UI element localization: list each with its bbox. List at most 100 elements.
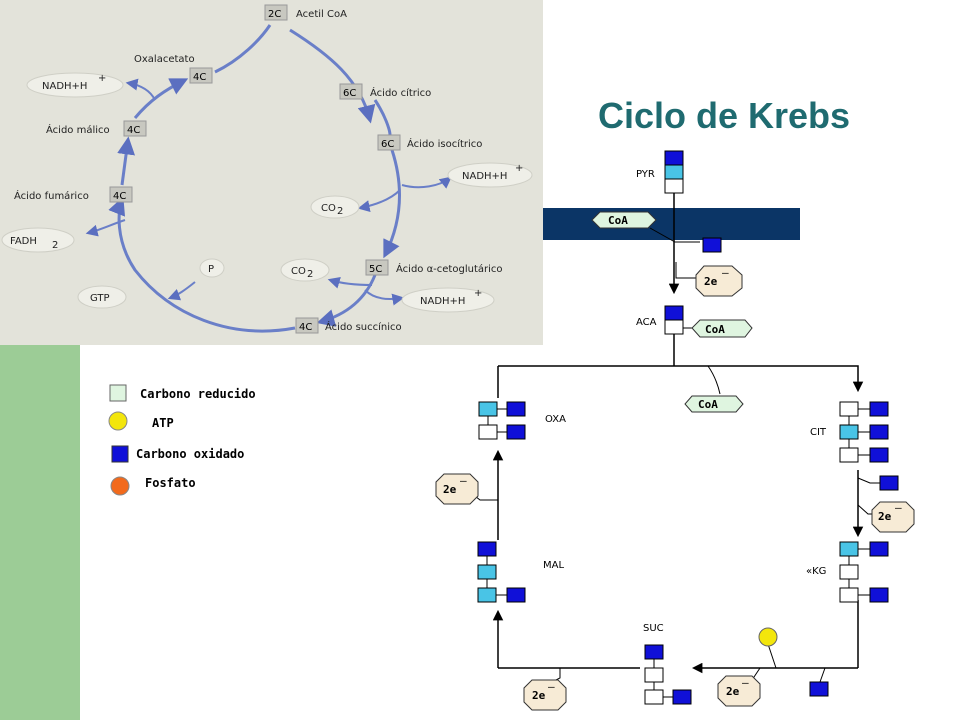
carbon-cyan <box>839 541 859 557</box>
carbon-cyan <box>477 564 497 580</box>
cycle-arc <box>214 24 272 74</box>
carbon-reduced <box>839 447 859 463</box>
electron-pair: 2e — <box>523 679 567 711</box>
carbon-reduced <box>664 319 684 335</box>
membrane-band <box>543 208 800 240</box>
node-acido-succinico: 4C Ácido succínico <box>295 317 402 334</box>
carbon-count: 4C <box>299 322 312 333</box>
carbon-cyan <box>477 587 497 603</box>
carbon-oxidized <box>477 541 497 557</box>
carbon-cyan <box>664 164 684 180</box>
carbon-oxidized <box>702 237 722 253</box>
coa-octagon: CoA <box>684 395 744 413</box>
co2-sub: 2 <box>337 206 343 217</box>
nadh-pill-3: NADH+H + <box>401 287 495 313</box>
branch-arrow <box>357 189 401 212</box>
left-green-bar <box>0 340 80 720</box>
legend-label: Fosfato <box>145 476 196 490</box>
carbon-count: 6C <box>381 139 394 150</box>
carbon-count: 4C <box>193 72 206 83</box>
legend-label: Carbono oxidado <box>136 447 244 461</box>
electron-sup: — <box>742 676 749 689</box>
label-cit: CIT <box>810 427 827 438</box>
carbon-count: 4C <box>127 125 140 136</box>
flow-line <box>675 262 700 279</box>
page-title: Ciclo de Krebs <box>598 95 851 136</box>
coa-label: CoA <box>608 214 628 227</box>
carbon-oxidized <box>664 150 684 166</box>
cycle-arc <box>133 78 189 119</box>
node-name: Ácido isocítrico <box>407 137 482 150</box>
flow-line <box>707 365 721 395</box>
nadh-sup: + <box>474 288 482 299</box>
carbon-oxidized <box>869 424 889 440</box>
node-name: Acetil CoA <box>296 9 347 20</box>
carbon-count: 4C <box>113 191 126 202</box>
carbon-reduced <box>664 178 684 194</box>
node-acido-malico: 4C Ácido málico <box>46 120 147 137</box>
node-name: Ácido málico <box>46 123 110 136</box>
carbon-oxidized <box>869 401 889 417</box>
electron-label: 2e <box>532 689 546 702</box>
fadh-pill: FADH 2 <box>1 227 75 253</box>
electron-sup: — <box>548 680 555 693</box>
co2-pill-2: CO 2 <box>280 258 330 282</box>
node-name: Ácido cítrico <box>370 86 431 99</box>
carbon-reduced <box>478 424 498 440</box>
node-acido-citrico: 6C Ácido cítrico <box>339 83 431 100</box>
electron-pair: 2e — <box>717 675 761 707</box>
carbon-oxidized <box>672 689 692 705</box>
co2-label: CO <box>321 203 336 214</box>
legend-oxidized-swatch <box>111 445 129 463</box>
carbon-cyan <box>839 424 859 440</box>
label-pyr: PYR <box>636 169 655 180</box>
carbon-reduced <box>644 667 664 683</box>
textbook-cycle-panel: 2C Acetil CoA 6C Ácido cítrico 6C Ácido … <box>0 0 543 345</box>
electron-sup: — <box>722 266 729 279</box>
carbon-oxidized <box>506 587 526 603</box>
nadh-pill-1: NADH+H + <box>26 72 124 98</box>
nadh-pill-2: NADH+H + <box>447 162 533 188</box>
carbon-oxidized <box>869 447 889 463</box>
carbon-oxidized <box>506 424 526 440</box>
branch-arrow <box>327 277 373 289</box>
carbon-oxidized <box>506 401 526 417</box>
label-aca: ACA <box>636 317 657 328</box>
cycle-arc <box>316 274 377 327</box>
coa-label: CoA <box>705 323 725 336</box>
cycle-arc <box>108 196 296 333</box>
coa-octagon: CoA <box>591 211 657 229</box>
node-acetil-coa: 2C Acetil CoA <box>264 4 347 21</box>
co2-sub: 2 <box>307 269 313 280</box>
cycle-arc <box>383 149 401 259</box>
node-acido-fumarico: 4C Ácido fumárico <box>14 186 133 203</box>
nadh-label: NADH+H <box>462 171 507 182</box>
nadh-label: NADH+H <box>42 81 87 92</box>
flow-line <box>819 667 826 683</box>
atp-circle <box>758 627 778 647</box>
electron-label: 2e <box>726 685 740 698</box>
p-label: P <box>208 264 214 275</box>
branch-arrow <box>364 289 405 306</box>
flow-line <box>649 227 700 243</box>
legend-phosphate-swatch <box>110 476 130 496</box>
electron-pair: 2e — <box>871 501 915 533</box>
gtp-label: GTP <box>90 293 110 304</box>
label-oxa: OXA <box>545 414 566 425</box>
node-acido-cetoglutarico: 5C Ácido α-cetoglutárico <box>365 259 503 276</box>
flow-line <box>767 643 777 669</box>
flow-line <box>498 365 864 393</box>
nadh-sup: + <box>515 163 523 174</box>
branch-arrow <box>167 281 196 301</box>
co2-label: CO <box>291 266 306 277</box>
cycle-arc <box>289 28 376 124</box>
legend-atp-swatch <box>108 411 128 431</box>
carbon-oxidized <box>869 541 889 557</box>
legend-reduced-swatch <box>109 384 127 402</box>
flow-line <box>857 477 880 484</box>
cycle-arc <box>117 136 136 186</box>
carbon-count: 2C <box>268 9 281 20</box>
label-suc: SUC <box>643 623 664 634</box>
carbon-oxidized <box>869 587 889 603</box>
carbon-count: 5C <box>369 264 382 275</box>
